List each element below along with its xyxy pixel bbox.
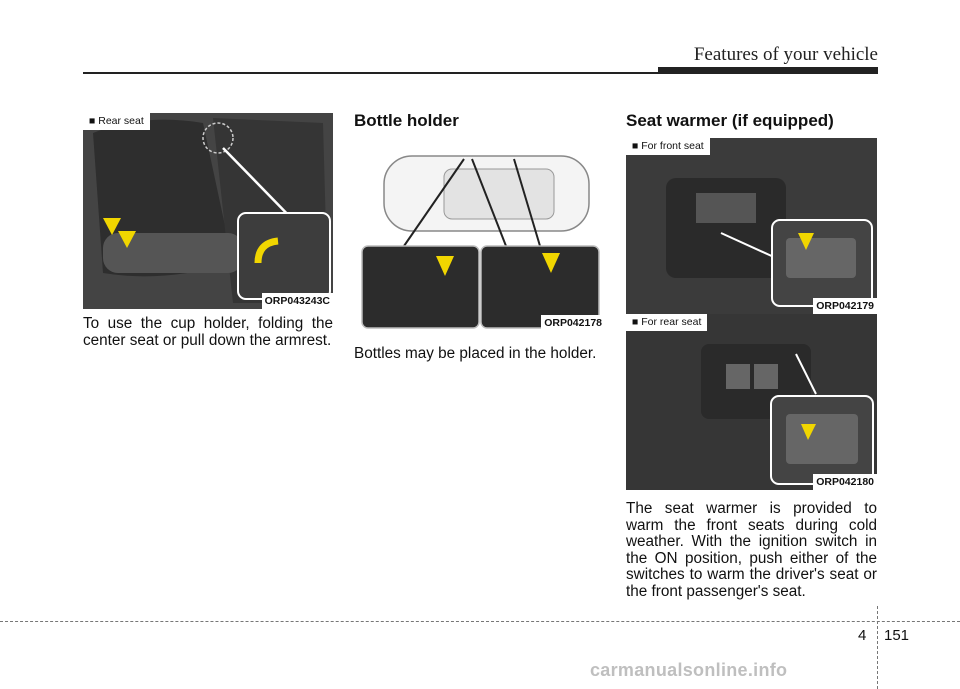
rear-seat-warmer-illustration (626, 314, 877, 490)
bottle-holder-text: Bottles may be placed in the holder. (354, 345, 597, 362)
cup-holder-text: To use the cup holder, folding the cente… (83, 315, 333, 349)
figure-bottle-holder: ORP042178 (354, 141, 605, 331)
bottle-holder-illustration (361, 155, 600, 329)
figure-tag: ■ For front seat (626, 138, 710, 155)
header-rule (83, 72, 878, 74)
footer-dashed-rule (0, 621, 960, 622)
front-seat-warmer-illustration (626, 138, 877, 314)
figure-rear-seat-warmer: ■ For rear seat ORP042180 (626, 314, 877, 490)
rear-seat-illustration (83, 113, 333, 309)
header-title: Features of your vehicle (693, 44, 878, 65)
section-title-bottle-holder: Bottle holder (354, 111, 459, 130)
header-tab (658, 67, 878, 74)
figure-code: ORP042178 (541, 315, 605, 331)
page-number: 151 (884, 627, 910, 644)
figure-code: ORP043243C (261, 293, 333, 309)
footer-vertical-rule (877, 606, 878, 689)
figure-tag: ■ For rear seat (626, 314, 708, 331)
seat-warmer-text: The seat warmer is provided to warm the … (626, 500, 877, 600)
figure-tag: ■ Rear seat (83, 113, 150, 130)
figure-code: ORP042179 (813, 298, 877, 314)
watermark: carmanualsonline.info (590, 660, 788, 680)
chapter-number: 4 (858, 627, 867, 644)
figure-rear-seat: ■ Rear seat ORP043243C (83, 113, 333, 309)
figure-code: ORP042180 (813, 474, 877, 490)
figure-front-seat-warmer: ■ For front seat ORP042179 (626, 138, 877, 314)
section-title-seat-warmer: Seat warmer (if equipped) (626, 111, 834, 130)
